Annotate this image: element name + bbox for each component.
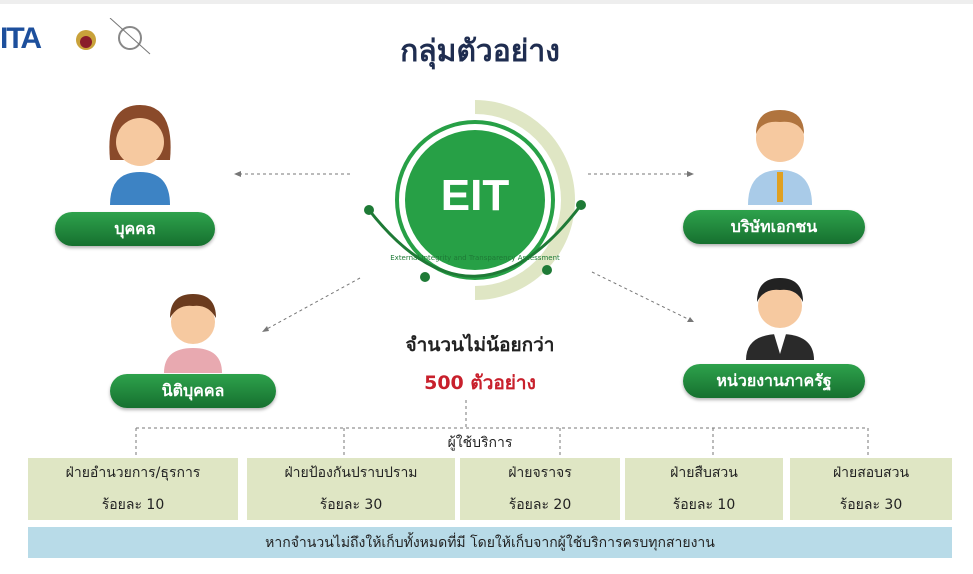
department-box: ฝ่ายจราจรร้อยละ 20	[460, 458, 620, 520]
department-name: ฝ่ายจราจร	[508, 465, 572, 481]
service-users-label: ผู้ใช้บริการ	[447, 435, 513, 451]
group-juristic-person: นิติบุคคล	[110, 374, 276, 408]
department-name: ฝ่ายป้องกันปราบปราม	[284, 465, 418, 481]
eit-logo: EIT External Integrity and Transparency …	[364, 100, 586, 300]
department-name: ฝ่ายอำนวยการ/ธุรการ	[65, 465, 201, 481]
person-businessman-icon	[748, 110, 812, 205]
eit-subtitle: External Integrity and Transparency Asse…	[390, 254, 560, 262]
group-private-company: บริษัทเอกชน	[683, 210, 865, 244]
department-share: ร้อยละ 30	[839, 497, 903, 513]
department-box: ฝ่ายสืบสวนร้อยละ 10	[625, 458, 783, 520]
sample-count-label: จำนวนไม่น้อยกว่า	[405, 334, 555, 356]
person-official-icon	[746, 278, 814, 360]
page-title: กลุ่มตัวอย่าง	[400, 34, 560, 69]
department-share: ร้อยละ 20	[508, 497, 572, 513]
department-share: ร้อยละ 10	[672, 497, 736, 513]
ita-logo: ITA	[0, 22, 42, 55]
sample-count-value: 500 ตัวอย่าง	[424, 372, 536, 394]
department-box: ฝ่ายป้องกันปราบปรามร้อยละ 30	[247, 458, 455, 520]
group-government-agency: หน่วยงานภาครัฐ	[683, 364, 865, 398]
department-box: ฝ่ายอำนวยการ/ธุรการร้อยละ 10	[28, 458, 238, 520]
department-name: ฝ่ายสอบสวน	[832, 465, 910, 481]
top-bar	[0, 0, 973, 4]
department-share: ร้อยละ 10	[101, 497, 165, 513]
department-box: ฝ่ายสอบสวนร้อยละ 30	[790, 458, 952, 520]
department-share: ร้อยละ 30	[319, 497, 383, 513]
person-woman-icon	[109, 105, 171, 205]
note-band: หากจำนวนไม่ถึงให้เก็บทั้งหมดที่มี โดยให้…	[28, 527, 952, 558]
group-individual: บุคคล	[55, 212, 215, 246]
person-man-icon	[164, 294, 222, 373]
eit-text: EIT	[441, 171, 510, 220]
department-name: ฝ่ายสืบสวน	[670, 465, 738, 481]
emblem-logos	[76, 18, 151, 55]
